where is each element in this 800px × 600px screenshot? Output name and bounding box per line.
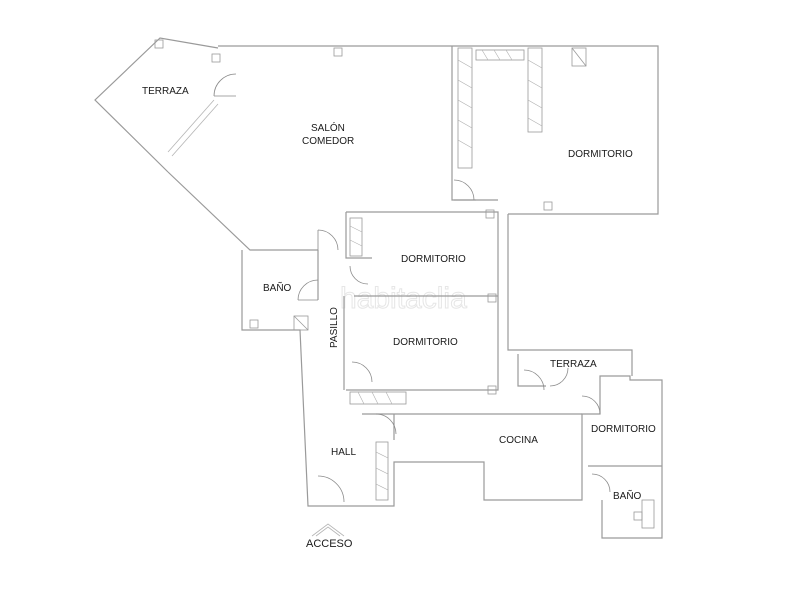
room-label-bano-2: BAÑO — [613, 489, 642, 502]
wardrobe-upper-left — [457, 47, 473, 169]
wardrobe-hall — [375, 441, 389, 501]
room-label-bano-1: BAÑO — [263, 281, 292, 294]
watermark: habitaclia — [340, 282, 467, 315]
door-salon — [317, 229, 339, 251]
room-label-terraza: TERRAZA — [142, 86, 189, 97]
room-label-cocina: COCINA — [499, 435, 538, 446]
door-bedroom-4 — [581, 395, 601, 415]
door-bedroom-2 — [349, 265, 369, 285]
door-hall — [317, 475, 345, 503]
door-kitchen — [375, 413, 397, 435]
terrace-window — [167, 99, 219, 157]
room-label-dormitorio-1: DORMITORIO — [568, 149, 633, 160]
room-label-terraza-2: TERRAZA — [550, 359, 597, 370]
door-terrace — [213, 73, 237, 97]
shower-tray — [641, 499, 655, 529]
chimney-duct — [571, 47, 587, 67]
room-label-dormitorio-3: DORMITORIO — [393, 337, 458, 348]
door-bano-2 — [591, 473, 611, 493]
exterior-walls — [94, 37, 663, 539]
room-label-hall: HALL — [331, 447, 356, 458]
wardrobe-bedroom-2 — [349, 217, 363, 257]
room-label-comedor: COMEDOR — [302, 136, 354, 147]
room-label-dormitorio-4: DORMITORIO — [591, 424, 656, 435]
room-label-salon: SALÓN — [311, 121, 345, 134]
door-bedroom-1 — [453, 179, 476, 201]
entrance-label: ACCESO — [306, 538, 353, 550]
wardrobe-top — [475, 49, 525, 61]
room-label-dormitorio-2: DORMITORIO — [401, 254, 466, 265]
ventilation-duct — [293, 315, 309, 331]
entrance-arrow-icon — [311, 523, 345, 537]
wardrobe-upper-right — [527, 47, 543, 133]
wardrobe-bedroom-3 — [349, 391, 407, 405]
door-terrace-2 — [523, 367, 569, 391]
structural-columns — [154, 39, 643, 521]
door-bedroom-3 — [351, 361, 373, 383]
door-bano-1 — [297, 279, 319, 301]
room-label-pasillo: PASILLO — [329, 307, 340, 348]
